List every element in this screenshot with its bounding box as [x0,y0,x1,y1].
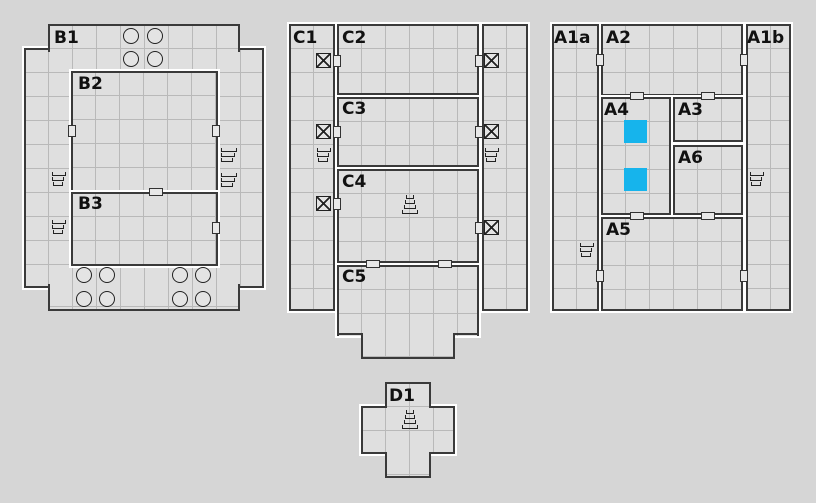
door[interactable] [630,212,644,220]
room-c5-bottom [361,334,455,359]
door[interactable] [212,222,220,234]
door[interactable] [630,92,644,100]
crate-icon[interactable] [316,196,331,211]
stairs-icon[interactable] [750,172,764,188]
room-a5[interactable] [599,215,745,313]
label-d1: D1 [389,386,415,406]
pillar-icon [99,267,115,283]
pillar-icon [172,291,188,307]
stairs-icon[interactable] [52,172,66,188]
door[interactable] [333,198,341,210]
door[interactable] [596,270,604,282]
water-tile [624,168,647,191]
door[interactable] [333,55,341,67]
water-tile [624,120,647,143]
room-a1a[interactable] [550,22,601,313]
door[interactable] [438,260,452,268]
pillar-icon [195,291,211,307]
wall [453,333,479,335]
label-c1: C1 [293,28,318,48]
crate-icon[interactable] [484,53,499,68]
room-c3[interactable] [335,95,481,169]
door[interactable] [740,270,748,282]
room-c4[interactable] [335,167,481,265]
label-a1a: A1a [554,28,591,48]
pillar-icon [195,267,211,283]
door[interactable] [740,54,748,66]
pillar-icon [172,267,188,283]
pillar-icon [147,28,163,44]
label-a4: A4 [604,100,629,120]
room-c5[interactable] [335,263,481,338]
stairs-icon[interactable] [580,243,594,259]
label-b3: B3 [78,194,103,214]
pillar-icon [76,267,92,283]
wall [337,333,363,335]
label-c5: C5 [342,267,367,287]
room-b2[interactable] [69,69,220,195]
stairs-icon[interactable] [52,220,66,236]
crate-icon[interactable] [484,124,499,139]
room-a2[interactable] [599,22,745,98]
door[interactable] [68,125,76,137]
room-c1[interactable] [287,22,337,313]
label-b2: B2 [78,74,103,94]
crate-icon[interactable] [316,53,331,68]
label-a6: A6 [678,148,703,168]
crate-icon[interactable] [316,124,331,139]
stairs-icon[interactable] [485,148,499,164]
room-c-right[interactable] [480,22,530,313]
door[interactable] [475,55,483,67]
label-a3: A3 [678,100,703,120]
stairs-icon[interactable] [221,173,237,189]
pillar-icon [76,291,92,307]
room-a1b[interactable] [744,22,793,313]
label-a2: A2 [606,28,631,48]
label-b1: B1 [54,28,79,48]
pillar-icon [123,51,139,67]
spiral-stairs-icon[interactable] [392,410,428,450]
room-a6[interactable] [671,143,745,217]
label-a5: A5 [606,220,631,240]
door[interactable] [366,260,380,268]
door[interactable] [701,212,715,220]
room-a4[interactable] [599,95,673,217]
label-c3: C3 [342,99,367,119]
stairs-icon[interactable] [221,148,237,164]
room-d1-top [385,382,431,408]
door[interactable] [212,125,220,137]
room-b3[interactable] [69,190,220,268]
stairs-icon[interactable] [317,148,331,164]
door[interactable] [596,54,604,66]
door[interactable] [475,222,483,234]
spiral-stairs-icon[interactable] [390,195,430,235]
door[interactable] [475,126,483,138]
pillar-icon [123,28,139,44]
pillar-icon [147,51,163,67]
label-c4: C4 [342,172,367,192]
crate-icon[interactable] [484,220,499,235]
pillar-icon [99,291,115,307]
label-c2: C2 [342,28,367,48]
room-d1-bottom [385,452,431,478]
room-b1-top [48,24,240,52]
label-a1b: A1b [747,28,785,48]
door[interactable] [701,92,715,100]
door[interactable] [333,126,341,138]
door[interactable] [149,188,163,196]
